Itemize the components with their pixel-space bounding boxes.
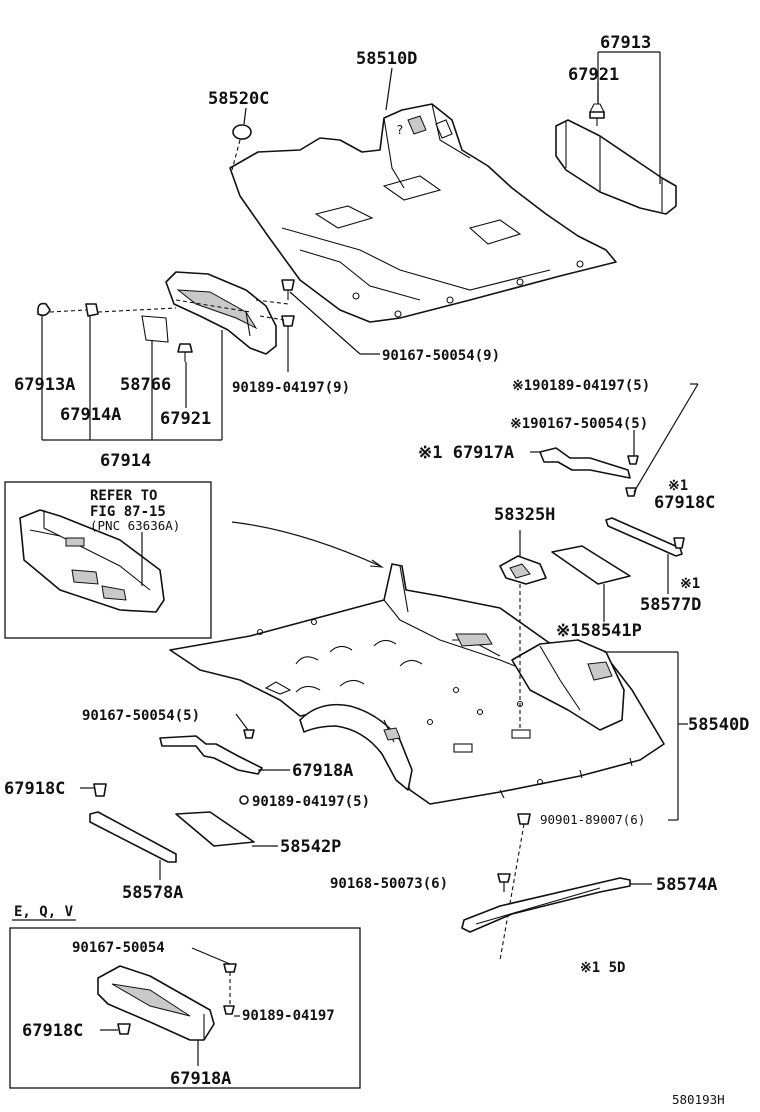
inset-label-90189-04197: 90189-04197	[242, 1008, 335, 1024]
inset-label-90167-50054: 90167-50054	[72, 940, 165, 956]
refer-inset	[4, 481, 384, 639]
label-58541P: ※158541P	[556, 621, 642, 641]
label-90167-50054-9: 90167-50054(9)	[382, 348, 500, 364]
callout-labels: 58510D 67913 67921 58520C 90167-50054(9)…	[4, 33, 749, 1107]
label-90167-50054-5-top: ※190167-50054(5)	[510, 416, 648, 432]
trim-58578A	[89, 811, 177, 880]
label-67918A: 67918A	[292, 761, 353, 781]
label-58542P: 58542P	[280, 837, 341, 857]
label-58540D: 58540D	[688, 715, 749, 735]
inset-label-67918A: 67918A	[170, 1069, 231, 1089]
bracket-67917A	[530, 383, 699, 497]
label-58574A: 58574A	[656, 875, 717, 895]
figure-code: 580193H	[672, 1092, 725, 1107]
bracket-67918A	[159, 713, 290, 775]
label-67917A: ※1 67917A	[418, 443, 514, 463]
leader-lines-top	[41, 51, 661, 441]
label-67921-left: 67921	[160, 409, 211, 429]
label-90167-50054-5-left: 90167-50054(5)	[82, 708, 200, 724]
silencer-58325H	[499, 530, 547, 730]
inset-label-67918C: 67918C	[22, 1021, 83, 1041]
label-67913: 67913	[600, 33, 651, 53]
label-90189-04197-9: 90189-04197(9)	[232, 380, 350, 396]
refer-line-2: FIG 87-15	[90, 504, 166, 520]
label-eqv: E, Q, V	[14, 904, 74, 920]
label-67918C-left: 67918C	[4, 779, 65, 799]
label-90168-50073-6: 90168-50073(6)	[330, 876, 448, 892]
label-58766: 58766	[120, 375, 171, 395]
fastener-90901-89007	[499, 651, 688, 961]
label-58510D: 58510D	[356, 49, 417, 69]
label-67918C-right: 67918C	[654, 493, 715, 513]
refer-line-1: REFER TO	[90, 488, 157, 504]
label-58325H: 58325H	[494, 505, 555, 525]
label-67913A: 67913A	[14, 375, 75, 395]
deck-trim-67913	[555, 103, 677, 215]
label-58578A: 58578A	[122, 883, 183, 903]
label-90189-04197-5-mid: 90189-04197(5)	[252, 794, 370, 810]
label-67921-top: 67921	[568, 65, 619, 85]
bolt-90168-50073	[497, 873, 511, 892]
trim-58577D	[605, 517, 685, 594]
label-58520C: 58520C	[208, 89, 269, 109]
trim-58574A	[461, 877, 652, 933]
clip-67918C-left	[80, 783, 107, 797]
clip-58520C	[231, 124, 252, 171]
mark-67918C: ※1	[668, 478, 688, 494]
refer-line-3: (PNC 63636A)	[90, 518, 180, 533]
note-5D: ※1 5D	[580, 960, 625, 976]
mark-58577D: ※1	[680, 576, 700, 592]
pad-58542P	[175, 811, 278, 847]
label-67914: 67914	[100, 451, 151, 471]
main-floor-carpet-58540D	[169, 563, 665, 805]
pad-58541P	[551, 545, 631, 622]
label-67914A: 67914A	[60, 405, 121, 425]
label-58577D: 58577D	[640, 595, 701, 615]
scuff-plate-67914	[37, 271, 295, 362]
eqv-inset	[9, 919, 361, 1089]
svg-text:?: ?	[396, 122, 404, 137]
label-90901-89007-6: 90901-89007(6)	[540, 812, 645, 827]
label-90189-04197-5-top: ※190189-04197(5)	[512, 378, 650, 394]
rear-floor-carpet-58510D: ?	[229, 103, 617, 323]
bolt-90189-04197-mid	[239, 795, 249, 805]
